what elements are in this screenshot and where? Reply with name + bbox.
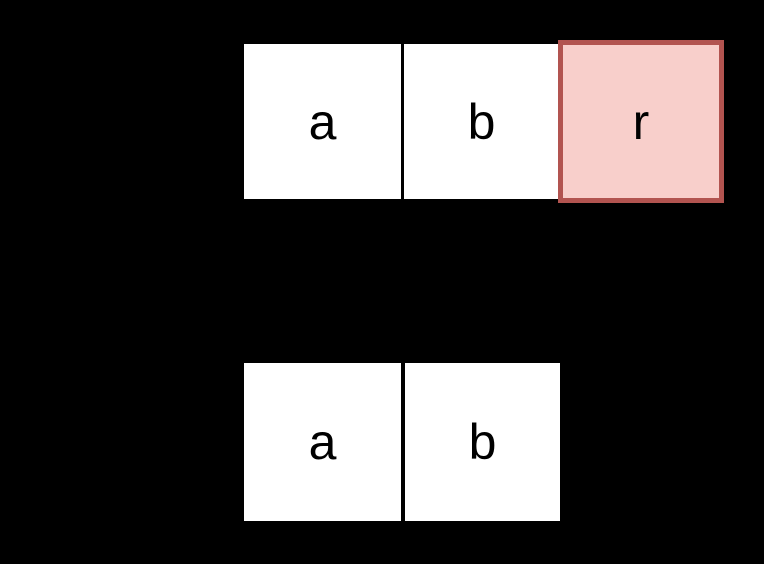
cell-top-r-highlighted: r bbox=[558, 40, 724, 203]
cell-bottom-a: a bbox=[244, 363, 401, 521]
cell-bottom-b: b bbox=[405, 363, 560, 521]
cell-top-b: b bbox=[404, 44, 559, 199]
cell-top-a: a bbox=[244, 44, 401, 199]
